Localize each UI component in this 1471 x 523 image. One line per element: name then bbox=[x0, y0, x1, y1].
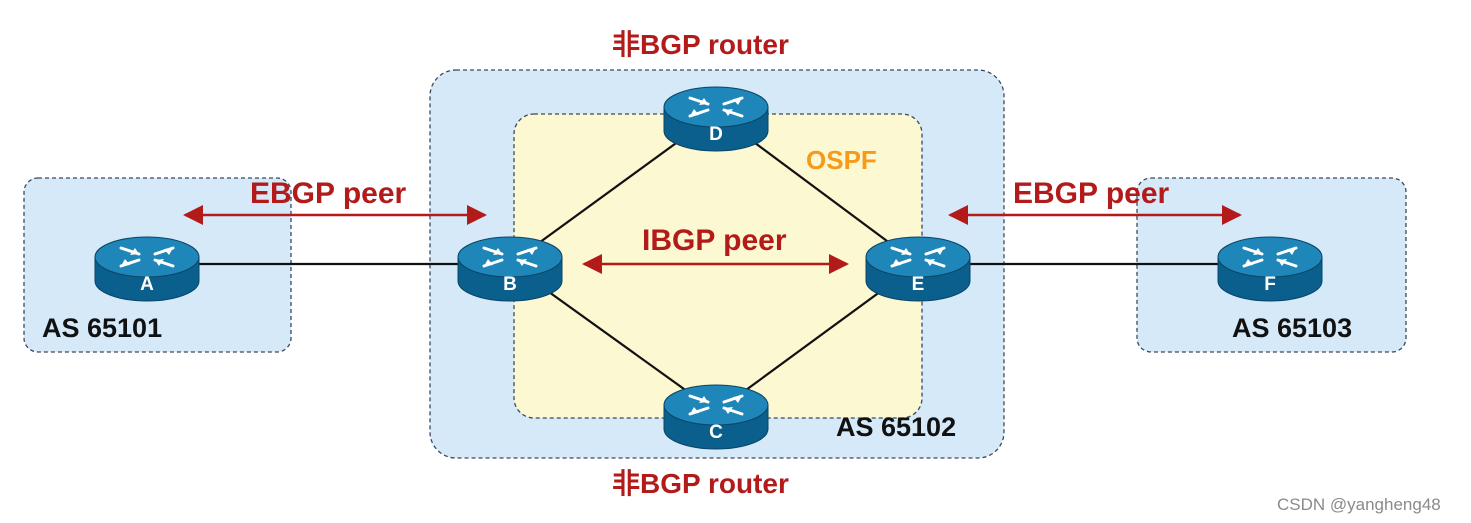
router-arrows-icon bbox=[688, 96, 744, 118]
ospf-label: OSPF bbox=[806, 145, 877, 175]
router-label-a: A bbox=[140, 274, 154, 295]
bottom-non-bgp-router-label: 非BGP router bbox=[612, 468, 789, 499]
router-label-b: B bbox=[503, 274, 517, 295]
as-65102-label: AS 65102 bbox=[836, 412, 956, 442]
router-label-f: F bbox=[1264, 274, 1276, 295]
router-f[interactable]: F bbox=[1217, 236, 1323, 302]
router-a[interactable]: A bbox=[94, 236, 200, 302]
router-label-c: C bbox=[709, 422, 723, 443]
router-arrows-icon bbox=[1242, 246, 1298, 268]
as-65103-label: AS 65103 bbox=[1232, 313, 1352, 343]
watermark: CSDN @yangheng48 bbox=[1277, 495, 1441, 514]
router-d[interactable]: D bbox=[663, 86, 769, 152]
ebgp-peer-label-right: EBGP peer bbox=[1013, 177, 1170, 210]
router-b[interactable]: B bbox=[457, 236, 563, 302]
router-e[interactable]: E bbox=[865, 236, 971, 302]
router-arrows-icon bbox=[482, 246, 538, 268]
ebgp-peer-label-left: EBGP peer bbox=[250, 177, 407, 210]
top-non-bgp-router-label: 非BGP router bbox=[612, 29, 789, 60]
router-arrows-icon bbox=[688, 394, 744, 416]
router-arrows-icon bbox=[890, 246, 946, 268]
router-arrows-icon bbox=[119, 246, 175, 268]
ibgp-peer-label: IBGP peer bbox=[642, 224, 787, 257]
router-c[interactable]: C bbox=[663, 384, 769, 450]
routers: A B C D E F bbox=[94, 86, 1323, 450]
router-label-e: E bbox=[912, 274, 925, 295]
as-65101-label: AS 65101 bbox=[42, 313, 162, 343]
router-label-d: D bbox=[709, 124, 723, 145]
